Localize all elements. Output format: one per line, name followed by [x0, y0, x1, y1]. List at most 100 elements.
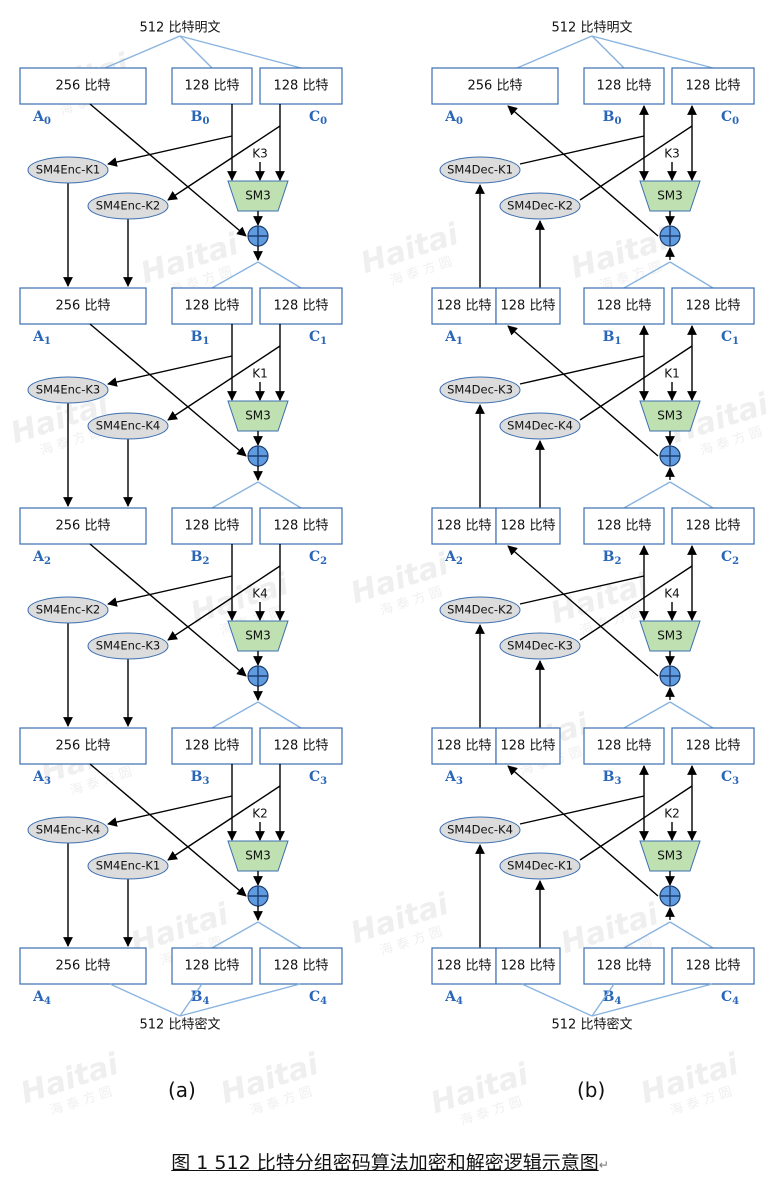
panel-a-ciphertext-split-1: [179, 983, 203, 1017]
panel-a-row4-c-box-label: 128 比特: [274, 959, 329, 974]
panel-b-row4-c-box-label: 128 比特: [686, 959, 741, 974]
panel-a-row0-sm3-label: SM3: [245, 189, 271, 203]
panel-a-row1-ellipse-1-label: SM4Enc-K3: [36, 383, 100, 397]
figure-caption-text: 图 1 512 比特分组密码算法加密和解密逻辑示意图: [171, 1152, 599, 1174]
panel-b-row2-c-sub: C2: [721, 549, 739, 567]
panel-a-row4-b-sub: B4: [191, 989, 210, 1007]
panel-a-row1-sm3: [227, 400, 289, 432]
panel-b-ciphertext-label: 512 比特密文: [552, 1017, 633, 1033]
panel-b-row0-ell1-link: [519, 135, 645, 165]
panel-b-ciphertext-split-2: [591, 983, 713, 1017]
panel-a-row2-c-to-ell2: [167, 565, 281, 641]
panel-a-row2-sm3-label: SM3: [245, 629, 271, 643]
panel-a-row2-b-sub-subscript: 2: [202, 556, 209, 567]
panel-a-row2-a-sub-subscript: 2: [44, 556, 51, 567]
panel-b-row0-xor-to-a: [507, 105, 659, 237]
panel-a-row3-c-sub-subscript: 3: [320, 776, 327, 787]
panel-a-row1-b-sub: B1: [191, 329, 210, 347]
panel-b-row3-ell2-link: [579, 785, 693, 861]
panel-b-row1-sm3-label: SM3: [657, 409, 683, 423]
panel-a-row0-ellipse-2-label: SM4Enc-K2: [96, 199, 160, 213]
panel-a-row2-sm3: [227, 620, 289, 652]
panel-b-row1-a-left-box: [431, 287, 497, 325]
panel-b-row3-ellipse-2: [499, 852, 581, 880]
panel-b-row4-c-sub: C4: [721, 989, 739, 1007]
panel-a-row3-ellipse-2: [87, 852, 169, 880]
panel-a-ciphertext-label: 512 比特密文: [140, 1017, 221, 1033]
panel-b-row4-c-box: [671, 947, 755, 985]
panel-b-row1-key-label: K1: [664, 367, 680, 381]
panel-a-row2-key-label: K4: [252, 587, 268, 601]
panel-b-row2-ellipse-2-label: SM4Dec-K3: [507, 639, 573, 653]
panel-b-row2-a-left-box: [431, 507, 497, 545]
panel-b-row1-ell1-link: [519, 355, 645, 385]
panel-a-row0-split-1: [257, 261, 302, 289]
panel-a-row4-a-box: [19, 947, 147, 985]
panel-b-row3-c-box: [671, 727, 755, 765]
panel-b-row3-xor-to-a: [507, 765, 659, 897]
panel-a-row3-c-sub: C3: [309, 769, 327, 787]
panel-b-row0-sm3-label: SM3: [657, 189, 683, 203]
panel-a-row0-sm3: [227, 180, 289, 212]
panel-b-row3-c-sub-subscript: 3: [732, 776, 739, 787]
panel-b-row2-b-sub-subscript: 2: [614, 556, 621, 567]
panel-a-row1-a-box: [19, 287, 147, 325]
panel-a-ciphertext-split-2: [179, 983, 301, 1017]
panel-b-row1-ellipse-1: [439, 376, 521, 404]
panel-b-ciphertext-split-0: [521, 983, 593, 1017]
panel-a-row1-ellipse-1: [27, 376, 109, 404]
panel-a-row0-b-sub: B0: [191, 109, 210, 127]
panel-a-row3-a-to-xor: [89, 763, 247, 897]
panel-b-row0-ellipse-1-label: SM4Dec-K1: [447, 163, 513, 177]
panel-b-row3-a-left-box-label: 128 比特: [437, 739, 492, 754]
panel-b-row1-ellipse-2-label: SM4Dec-K4: [507, 419, 573, 433]
panel-b-row1-sm3: [639, 400, 701, 432]
panel-a-row2-b-box: [171, 507, 253, 545]
panel-b-row2-a-sub-subscript: 2: [456, 556, 463, 567]
panel-b-plaintext-label: 512 比特明文: [552, 21, 633, 36]
panel-b-row0-c-sub-subscript: 0: [732, 116, 739, 127]
panel-b-row2-split-0: [623, 701, 671, 729]
panel-a-row1-a-sub-subscript: 1: [44, 336, 51, 347]
panel-a-row1-key-label: K1: [252, 367, 268, 381]
panel-a-row4-a-sub-subscript: 4: [44, 996, 51, 1007]
panel-b-row3-c-box-label: 128 比特: [686, 739, 741, 754]
panel-a-row3-a-box: [19, 727, 147, 765]
panel-a-row3-key-label: K2: [252, 807, 268, 821]
panel-a-ciphertext-split-0: [109, 983, 181, 1017]
panel-b-row2-sm3-label: SM3: [657, 629, 683, 643]
panel-a-row4-b-box: [171, 947, 253, 985]
panel-a-row3-b-box-label: 128 比特: [185, 739, 240, 754]
panel-b-row1-split-0: [623, 481, 671, 509]
panel-b-row0-c-box-label: 128 比特: [686, 79, 741, 94]
panel-b-row3-key-label: K2: [664, 807, 680, 821]
panel-a-plaintext-label: 512 比特明文: [140, 21, 221, 36]
panel-b-row0-b-box: [583, 67, 665, 105]
panel-b-row0-split-1: [669, 261, 714, 289]
panel-a-row2-c-sub: C2: [309, 549, 327, 567]
panel-a-row0-ellipse-2: [87, 192, 169, 220]
panel-b-row3-a-sub-subscript: 3: [456, 776, 463, 787]
panel-a-row0-b-to-ell1: [107, 135, 233, 167]
panel-a-row4-c-box: [259, 947, 343, 985]
panel-b-row0-a-box-label: 256 比特: [468, 79, 523, 94]
panel-b-row4-c-sub-subscript: 4: [732, 996, 739, 1007]
panel-a-row2-split-0: [211, 701, 259, 729]
panel-b-row3-b-box: [583, 727, 665, 765]
panel-b-row1-xor-to-a: [507, 325, 659, 457]
panel-b-row3-a-sub: A3: [444, 769, 463, 787]
panel-a-row0-c-sub: C0: [309, 109, 327, 127]
panel-b-row1-c-sub: C1: [721, 329, 739, 347]
panel-b-row4-a-left-box: [431, 947, 497, 985]
panel-a-row2-a-to-xor: [89, 543, 247, 677]
panel-a-row0-b-box: [171, 67, 253, 105]
panel-b-row3-split-1: [669, 921, 714, 949]
panel-b-row2-a-sub: A2: [444, 549, 463, 567]
panel-a-row2-a-sub: A2: [32, 549, 51, 567]
panel-a-row0-b-box-label: 128 比特: [185, 79, 240, 94]
panel-a-label: (a): [168, 1078, 196, 1102]
